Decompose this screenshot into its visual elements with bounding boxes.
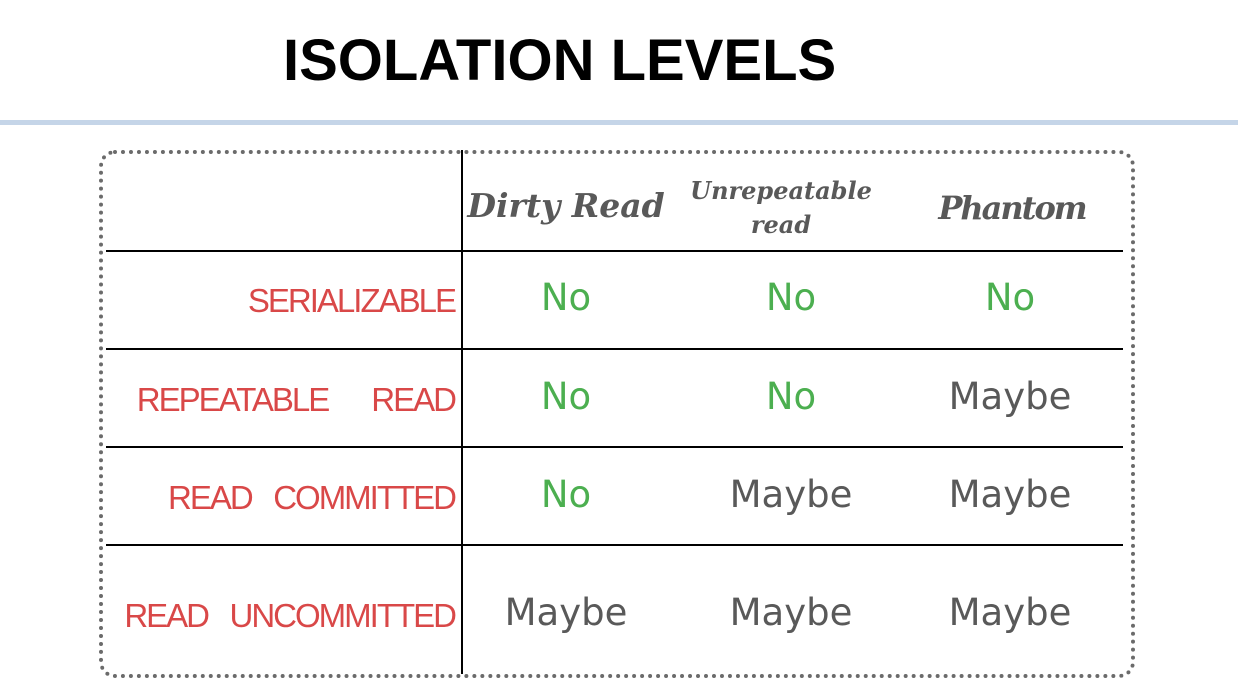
title-underline [0, 120, 1238, 125]
table-border [99, 150, 1135, 678]
table-cell: Maybe [729, 591, 853, 634]
row-label-serializable: SERIALIZABLE [247, 282, 457, 319]
row-divider [106, 544, 1123, 546]
table-cell: No [984, 276, 1036, 319]
page-title: ISOLATION LEVELS [283, 28, 837, 93]
table-cell: Maybe [948, 375, 1072, 418]
table-cell: Maybe [504, 591, 628, 634]
column-header-phantom: Phantom [938, 189, 1087, 227]
column-header-line: Unrepeatable [690, 176, 872, 205]
row-label-repeatable-read: REPEATABLE READ [136, 381, 457, 418]
table-cell: No [765, 375, 817, 418]
column-header-line: read [750, 210, 812, 239]
table-cell: Maybe [948, 591, 1072, 634]
table-cell: No [765, 276, 817, 319]
row-header-divider [461, 150, 463, 674]
column-header-unrepeatable-read: Unrepeatable read [681, 172, 881, 240]
table-cell: Maybe [729, 473, 853, 516]
column-header-dirty-read: Dirty Read [467, 186, 665, 225]
table-cell: Maybe [948, 473, 1072, 516]
row-label-read-uncommitted: READ UNCOMMITTED [124, 597, 457, 634]
row-divider [106, 446, 1123, 448]
header-divider [106, 250, 1123, 252]
table-cell: No [540, 375, 592, 418]
table-cell: No [540, 276, 592, 319]
row-divider [106, 348, 1123, 350]
row-label-read-committed: READ COMMITTED [168, 479, 457, 516]
table-cell: No [540, 473, 592, 516]
